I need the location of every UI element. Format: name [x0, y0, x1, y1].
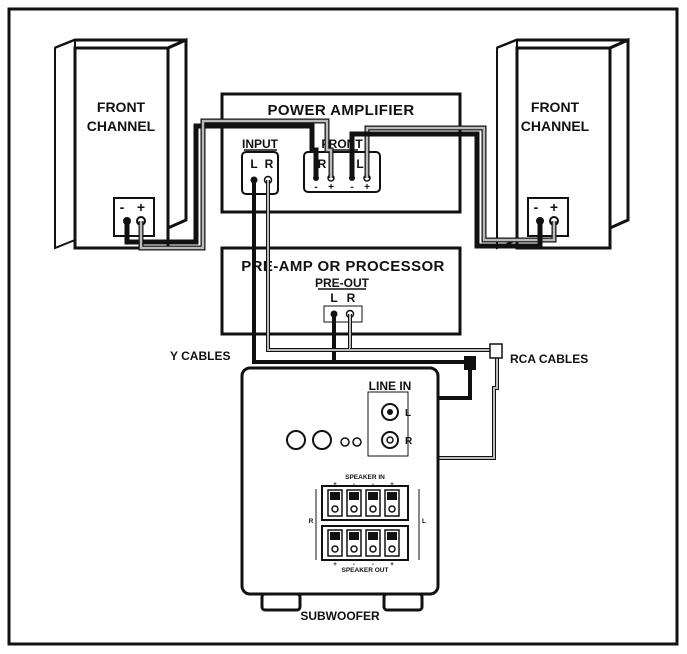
amp-front-l-label: L	[356, 157, 363, 171]
svg-text:-: -	[372, 561, 374, 568]
right-speaker-plus-label: +	[550, 199, 558, 215]
svg-text:-: -	[314, 182, 317, 193]
power-amplifier-title: POWER AMPLIFIER	[267, 102, 414, 119]
svg-text:+: +	[333, 481, 337, 488]
speaker-terminal-l-label: L	[422, 518, 426, 525]
line-in-label: LINE IN	[369, 379, 412, 393]
left-speaker-label-line2: CHANNEL	[87, 118, 156, 134]
pre-out-label: PRE-OUT	[315, 276, 370, 290]
left-speaker-plus-label: +	[137, 199, 145, 215]
subwoofer: SUBWOOFER LINE IN L R SPEAKER IN SPEAKER…	[240, 366, 440, 623]
right-speaker-label-line2: CHANNEL	[521, 118, 590, 134]
svg-text:-: -	[350, 182, 353, 193]
right-front-speaker: - + FRONT CHANNEL	[496, 37, 630, 250]
svg-text:+: +	[390, 561, 394, 568]
power-amplifier: POWER AMPLIFIER INPUT L R FRONT R L - + …	[220, 92, 462, 214]
right-speaker-minus-label: -	[534, 199, 539, 215]
svg-text:+: +	[333, 561, 337, 568]
rca-cables-label: RCA CABLES	[510, 352, 588, 366]
speaker-in-label: SPEAKER IN	[345, 474, 385, 481]
amp-front-r-label: R	[318, 157, 327, 171]
speaker-out-label: SPEAKER OUT	[342, 567, 389, 574]
left-speaker-minus-label: -	[120, 199, 125, 215]
pre-out-r-label: R	[347, 291, 356, 305]
speaker-terminal-r-label: R	[309, 518, 314, 525]
left-front-speaker: - + FRONT CHANNEL	[54, 37, 188, 250]
subwoofer-label: SUBWOOFER	[300, 609, 380, 623]
right-speaker-label-line1: FRONT	[531, 99, 580, 115]
svg-text:-: -	[372, 481, 374, 488]
svg-text:+: +	[390, 481, 394, 488]
preamp-title: PRE-AMP OR PROCESSOR	[241, 258, 445, 275]
pre-out-l-label: L	[330, 291, 337, 305]
y-cables-label: Y CABLES	[170, 349, 230, 363]
svg-text:+: +	[364, 182, 370, 193]
svg-text:-: -	[353, 561, 355, 568]
left-speaker-label-line1: FRONT	[97, 99, 146, 115]
amp-input-r-label: R	[265, 157, 274, 171]
amp-input-l-label: L	[250, 157, 257, 171]
speaker-wires	[124, 118, 557, 251]
line-in-l-label: L	[405, 408, 411, 419]
line-in-r-label: R	[405, 436, 413, 447]
svg-text:+: +	[328, 182, 334, 193]
amp-input-label: INPUT	[242, 137, 279, 151]
preamp-processor: PRE-AMP OR PROCESSOR PRE-OUT L R	[220, 246, 462, 336]
svg-text:-: -	[353, 481, 355, 488]
